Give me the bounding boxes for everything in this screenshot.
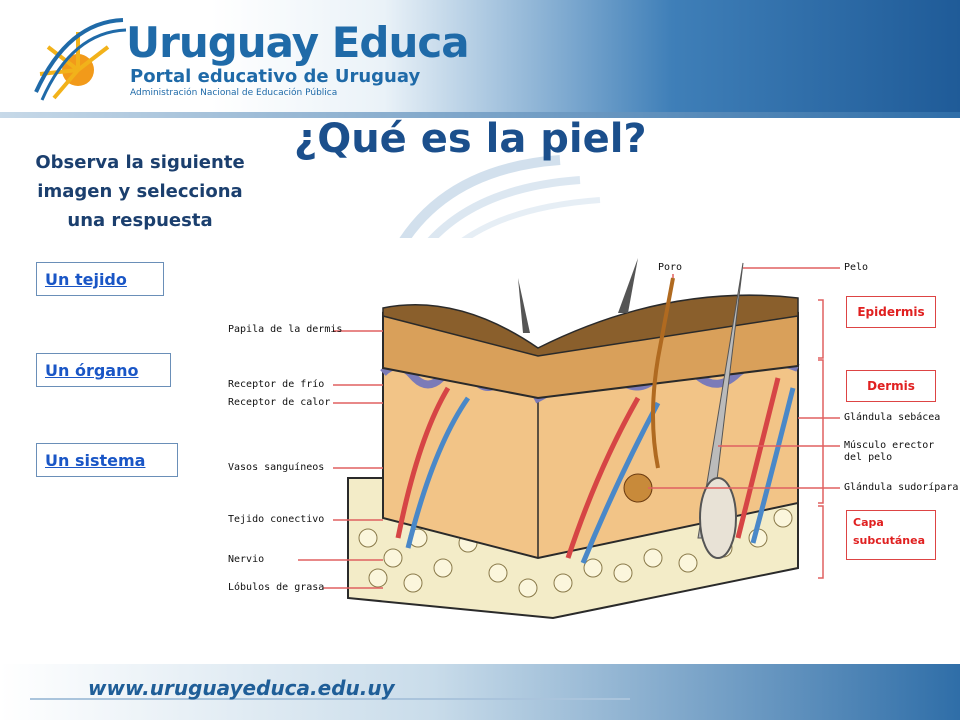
logo-subtitle: Portal educativo de Uruguay bbox=[130, 66, 421, 87]
footer-url-link[interactable]: www.uruguayeduca.edu.uy bbox=[88, 676, 395, 700]
skin-cross-section-illustration bbox=[298, 258, 840, 620]
label-glandula-sudoripara: Glándula sudorípara bbox=[844, 482, 959, 493]
label-glandula-sebacea: Glándula sebácea bbox=[844, 412, 941, 423]
label-receptor-calor: Receptor de calor bbox=[228, 397, 331, 408]
layer-button-epidermis[interactable]: Epidermis bbox=[846, 296, 936, 328]
label-lobulos-grasa: Lóbulos de grasa bbox=[228, 582, 325, 593]
label-pelo: Pelo bbox=[844, 262, 869, 273]
footer-banner bbox=[0, 664, 960, 720]
label-papila-dermis: Papila de la dermis bbox=[228, 324, 343, 335]
logo-tagline: Administración Nacional de Educación Púb… bbox=[130, 88, 338, 98]
label-vasos-sanguineos: Vasos sanguíneos bbox=[228, 462, 325, 473]
page-title: ¿Qué es la piel? bbox=[294, 116, 647, 162]
label-receptor-frio: Receptor de frío bbox=[228, 379, 325, 390]
sun-logo-icon bbox=[34, 18, 127, 101]
skin-diagram: Papila de la dermis Receptor de frío Rec… bbox=[218, 238, 960, 642]
logo-title: Uruguay Educa bbox=[126, 18, 470, 67]
header-banner bbox=[0, 0, 960, 118]
option-un-organo[interactable]: Un órgano bbox=[36, 353, 171, 387]
instruction-text: Observa la siguiente imagen y selecciona… bbox=[35, 152, 245, 231]
footer-underline bbox=[30, 698, 630, 700]
layer-button-dermis[interactable]: Dermis bbox=[846, 370, 936, 402]
label-musculo-erector: Músculo erector bbox=[844, 440, 935, 451]
option-un-tejido[interactable]: Un tejido bbox=[36, 262, 164, 296]
label-poro: Poro bbox=[658, 262, 683, 273]
label-del-pelo: del pelo bbox=[844, 452, 893, 463]
option-un-sistema[interactable]: Un sistema bbox=[36, 443, 178, 477]
layer-button-capa-subcutanea[interactable]: Capa subcutánea bbox=[846, 510, 936, 560]
header-divider bbox=[0, 112, 960, 118]
label-nervio: Nervio bbox=[228, 554, 265, 565]
label-tejido-conectivo: Tejido conectivo bbox=[228, 514, 325, 525]
